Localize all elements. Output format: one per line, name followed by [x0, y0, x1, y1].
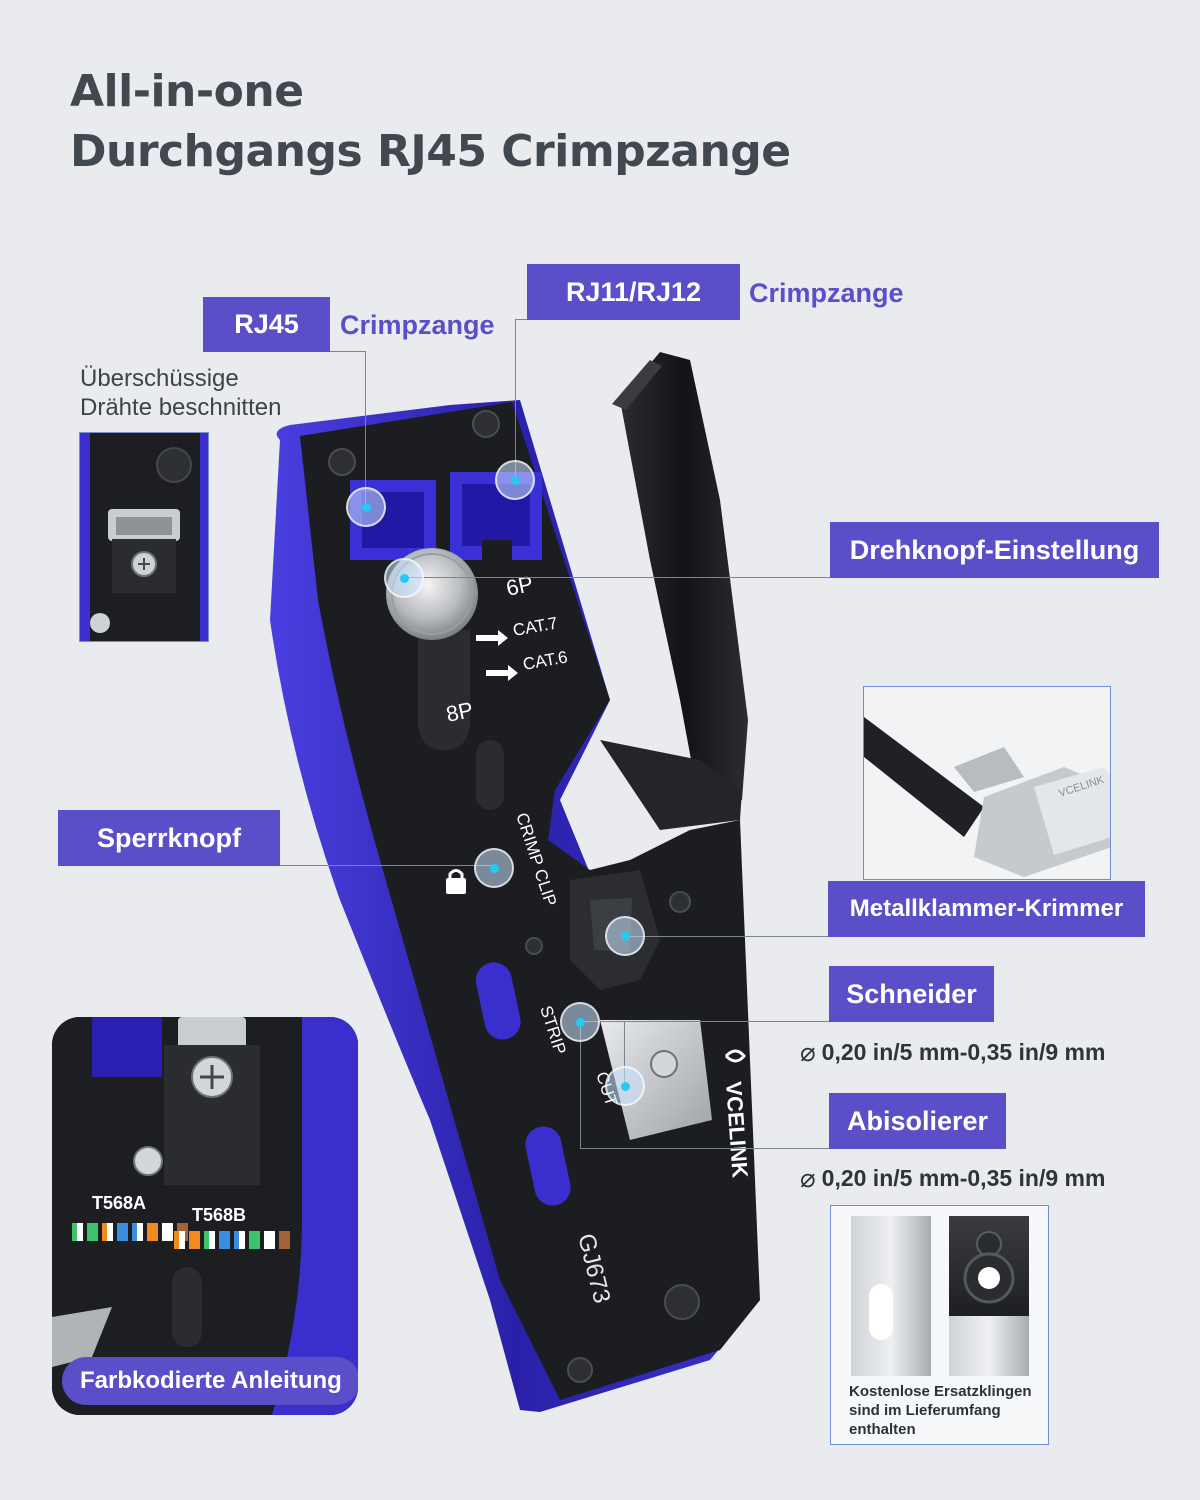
rear-handle: [612, 352, 748, 808]
stripper-tag: Abisolierer: [829, 1093, 1006, 1149]
cut-blade: [600, 1020, 712, 1140]
diameter-icon: ⌀: [800, 1037, 816, 1067]
spare-blades-note: Kostenlose Ersatzklingen sind im Lieferu…: [849, 1382, 1032, 1439]
marking-8p: 8P: [444, 697, 476, 727]
spare-blades-inset: Kostenlose Ersatzklingen sind im Lieferu…: [830, 1205, 1049, 1445]
hotspot-rj11: [495, 460, 535, 500]
diameter-icon: ⌀: [800, 1163, 816, 1193]
color-guide-tag: Farbkodierte Anleitung: [62, 1357, 358, 1405]
t568b-label: T568B: [192, 1205, 246, 1225]
rj11-tag: RJ11/RJ12: [527, 264, 740, 320]
vcelink-logo-icon: [724, 1049, 746, 1063]
hotspot-dial: [384, 558, 424, 598]
hotspot-rj45: [346, 487, 386, 527]
color-guide-inset: T568A T568B Farbkodierte Anleitung: [52, 1017, 358, 1415]
stripper-tag-text: Abisolierer: [846, 1105, 989, 1136]
lock-tag-text: Sperrknopf: [96, 822, 242, 853]
trim-note-line-2: Drähte beschnitten: [80, 394, 282, 421]
lock-tag: Sperrknopf: [58, 810, 280, 866]
rj45-tag: RJ45: [203, 297, 330, 352]
t568b-color-stripes: [174, 1231, 290, 1249]
lock-icon: [446, 869, 466, 894]
rj11-suffix: Crimpzange: [749, 278, 904, 308]
color-guide-tag-text: Farbkodierte Anleitung: [80, 1367, 342, 1394]
metal-clip-tag-text: Metallklammer-Krimmer: [849, 895, 1124, 922]
hotspot-clip: [605, 916, 645, 956]
cutter-spec: ⌀ 0,20 in/5 mm-0,35 in/9 mm: [800, 1037, 1105, 1068]
metal-clip-tag: Metallklammer-Krimmer: [828, 881, 1145, 937]
title-line-2: Durchgangs RJ45 Crimpzange: [70, 126, 791, 177]
trim-note: Überschüssige Drähte beschnitten: [80, 364, 281, 422]
dial-tag: Drehknopf-Einstellung: [830, 522, 1159, 578]
cutter-tag-text: Schneider: [846, 978, 977, 1009]
trim-note-line-1: Überschüssige: [80, 365, 239, 392]
title-line-1: All-in-one: [70, 66, 304, 117]
dial-tag-text: Drehknopf-Einstellung: [849, 534, 1140, 565]
spare-blades-line-3: enthalten: [849, 1421, 916, 1438]
screw-icon: [328, 410, 700, 1383]
stripper-spec-text: 0,20 in/5 mm-0,35 in/9 mm: [821, 1165, 1106, 1191]
cutter-tag: Schneider: [829, 966, 994, 1022]
stripper-spec: ⌀ 0,20 in/5 mm-0,35 in/9 mm: [800, 1163, 1105, 1194]
spare-blades-line-1: Kostenlose Ersatzklingen: [849, 1383, 1032, 1400]
hotspot-cut: [605, 1066, 645, 1106]
tool-face-plate: [300, 402, 760, 1400]
hotspot-strip: [560, 1002, 600, 1042]
cutter-spec-text: 0,20 in/5 mm-0,35 in/9 mm: [821, 1039, 1106, 1065]
page-title: All-in-one Durchgangs RJ45 Crimpzange: [70, 62, 791, 182]
hotspot-lock: [474, 848, 514, 888]
rj45-suffix: Crimpzange: [340, 310, 495, 340]
rj45-tag-text: RJ45: [234, 309, 299, 339]
metal-clip-inset-photo: VCELINK: [863, 686, 1111, 880]
marking-6p: 6P: [504, 571, 536, 601]
rj11-tag-text: RJ11/RJ12: [565, 276, 702, 307]
spare-blades-line-2: sind im Lieferumfang: [849, 1402, 1001, 1419]
trim-inset-photo: [79, 432, 209, 642]
t568a-label: T568A: [92, 1193, 146, 1213]
